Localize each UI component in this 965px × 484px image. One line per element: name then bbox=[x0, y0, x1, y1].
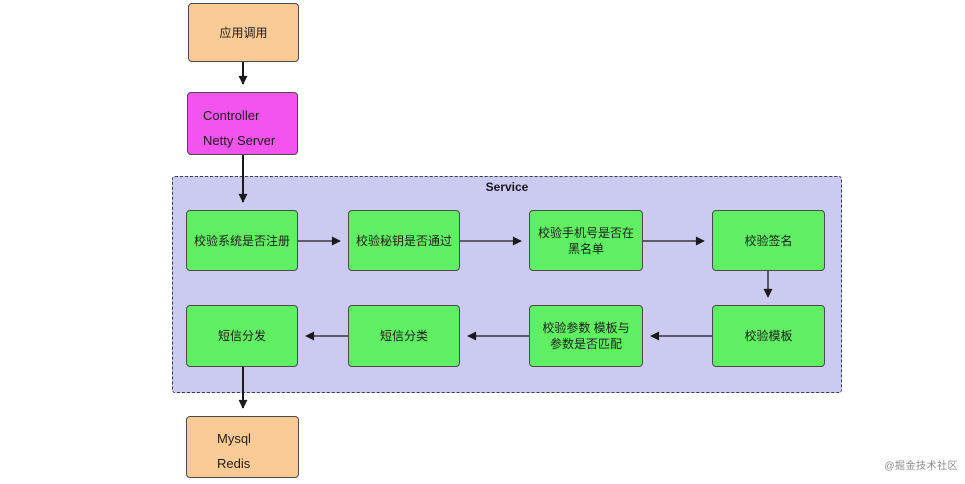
node-app-call: 应用调用 bbox=[188, 3, 299, 62]
service-group-label: Service bbox=[485, 180, 529, 194]
node-validate-params-template-match: 校验参数 模板与 参数是否匹配 bbox=[529, 305, 643, 367]
node-controller-label-line1: Controller bbox=[203, 108, 260, 123]
node-validate-signature: 校验签名 bbox=[712, 210, 825, 271]
node-controller-netty-server: Controller Netty Server bbox=[187, 92, 298, 155]
node-sms-dispatch-label: 短信分发 bbox=[217, 329, 266, 343]
node-validate-secret-key: 校验秘钥是否通过 bbox=[348, 210, 460, 271]
node-storage-label-line1: Mysql bbox=[217, 431, 251, 446]
node-validate-phone-blacklist: 校验手机号是否在 黑名单 bbox=[529, 210, 643, 271]
node-storage-mysql-redis: Mysql Redis bbox=[186, 416, 299, 478]
node-controller-label-line2: Netty Server bbox=[203, 133, 276, 148]
node-validate-phone-label-line2: 黑名单 bbox=[567, 241, 604, 256]
node-validate-signature-label: 校验签名 bbox=[744, 233, 793, 248]
node-validate-template: 校验模板 bbox=[712, 305, 825, 367]
node-app-call-label: 应用调用 bbox=[219, 25, 268, 40]
node-storage-label-line2: Redis bbox=[217, 456, 251, 471]
node-sms-classify-label: 短信分类 bbox=[379, 329, 428, 343]
node-validate-params-label-line1: 校验参数 模板与 bbox=[542, 321, 630, 335]
node-sms-classify: 短信分类 bbox=[348, 305, 460, 367]
node-validate-key-label: 校验秘钥是否通过 bbox=[355, 233, 452, 248]
node-validate-system-label: 校验系统是否注册 bbox=[193, 233, 290, 248]
node-validate-template-label: 校验模板 bbox=[744, 329, 793, 343]
node-validate-phone-label-line1: 校验手机号是否在 bbox=[537, 225, 634, 240]
node-validate-system-registered: 校验系统是否注册 bbox=[186, 210, 298, 271]
node-sms-dispatch: 短信分发 bbox=[186, 305, 298, 367]
node-validate-params-label-line2: 参数是否匹配 bbox=[549, 337, 622, 351]
juejin-watermark: @掘金技术社区 bbox=[884, 461, 958, 472]
